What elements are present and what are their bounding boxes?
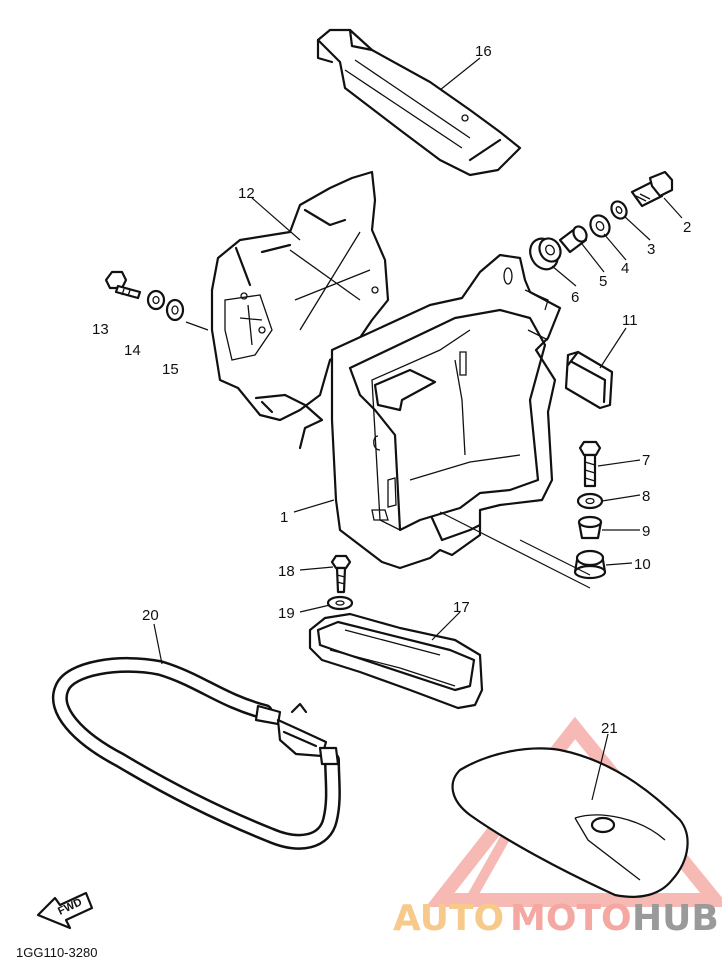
part-11-clip <box>564 350 614 410</box>
part-13-bolt <box>104 270 142 300</box>
part-8-washer <box>576 492 604 510</box>
callout-8: 8 <box>642 488 650 505</box>
callout-7: 7 <box>642 452 650 469</box>
watermark-hub: HUB <box>632 898 719 939</box>
part-19-washer <box>326 595 354 611</box>
watermark-text: AUTO MOTO HUB <box>393 898 719 939</box>
part-18-bolt <box>330 554 352 594</box>
part-9-collar <box>577 515 603 540</box>
callout-4: 4 <box>621 260 629 277</box>
part-12-side-bracket <box>210 170 390 450</box>
part-4-washer <box>589 214 611 238</box>
callout-9: 9 <box>642 523 650 540</box>
callout-labels: 1 2 3 4 5 6 7 8 9 10 11 12 13 14 15 16 1… <box>92 43 691 737</box>
part-10-damper <box>573 549 607 580</box>
callout-21: 21 <box>601 720 618 737</box>
watermark-moto: MOTO <box>510 898 632 939</box>
callout-14: 14 <box>124 342 141 359</box>
callout-12: 12 <box>238 185 255 202</box>
callout-13: 13 <box>92 321 109 338</box>
callout-2: 2 <box>683 219 691 236</box>
figure-code: 1GG110-3280 <box>16 945 97 960</box>
part-6-grommet <box>529 237 562 271</box>
part-15-washer <box>165 298 185 322</box>
callout-15: 15 <box>162 361 179 378</box>
callout-5: 5 <box>599 273 607 290</box>
watermark-auto: AUTO <box>393 898 504 939</box>
callout-10: 10 <box>634 556 651 573</box>
callout-19: 19 <box>278 605 295 622</box>
part-1-battery-box <box>330 253 562 570</box>
callout-18: 18 <box>278 563 295 580</box>
part-20-wire-harness <box>51 656 341 850</box>
callout-16: 16 <box>475 43 492 60</box>
part-14-washer <box>146 289 166 311</box>
part-2-bolt <box>630 170 674 208</box>
callout-17: 17 <box>453 599 470 616</box>
part-21-cover-pad <box>451 747 689 898</box>
part-5-collar <box>558 225 588 254</box>
fwd-arrow-icon: FWD <box>36 891 94 930</box>
part-3-washer <box>610 200 628 220</box>
callout-20: 20 <box>142 607 159 624</box>
callout-6: 6 <box>571 289 579 306</box>
part-7-bolt <box>578 440 602 488</box>
part-16-bracket-plate <box>316 28 522 177</box>
callout-1: 1 <box>280 509 288 526</box>
leader-lines <box>153 57 683 801</box>
callout-11: 11 <box>622 312 638 329</box>
callout-3: 3 <box>647 241 655 258</box>
part-17-battery-tray <box>308 612 484 710</box>
